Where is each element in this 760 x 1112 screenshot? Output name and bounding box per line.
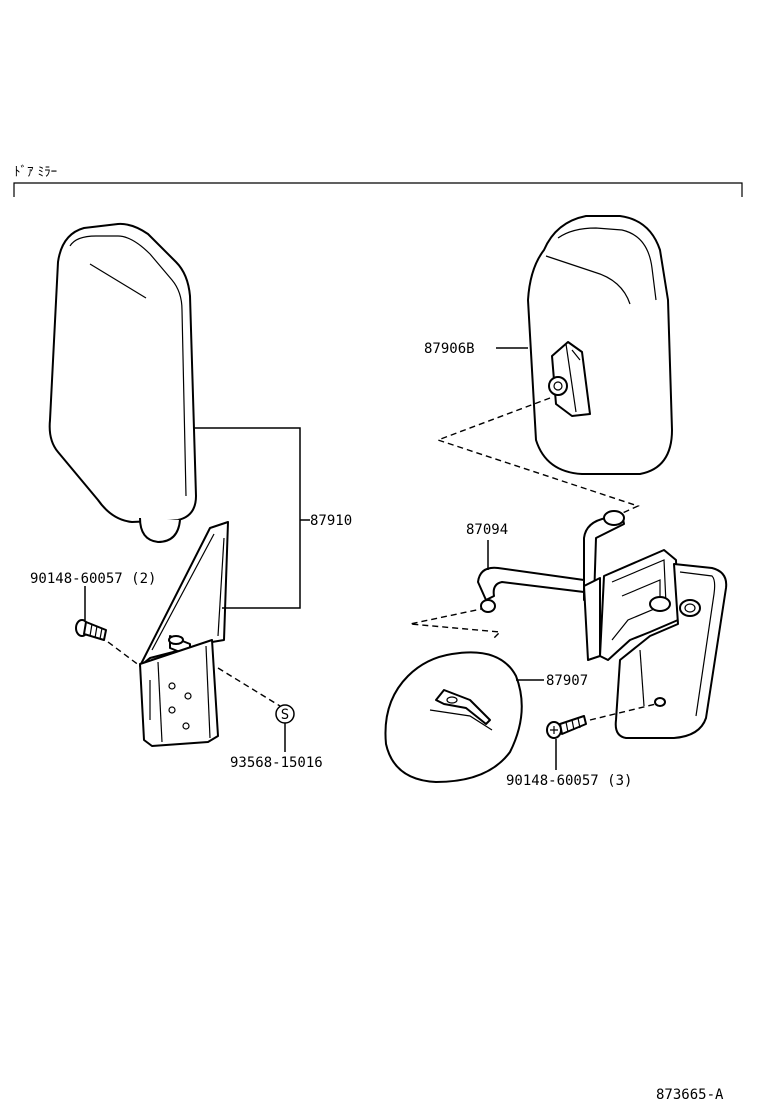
label-87094: 87094 [466, 522, 508, 538]
mirror-assembly-left [48, 222, 229, 747]
s-mark-guide-dash [217, 667, 281, 707]
mirror-glass-87907 [384, 651, 523, 783]
stay-align-dash [409, 607, 502, 641]
label-90148-60057-2: 90148-60057 (2) [30, 571, 156, 587]
leader-87910-bracket [194, 427, 301, 609]
diagram-title: ﾄﾞｱ ﾐﾗｰ [14, 165, 57, 180]
screw-3-guide-dash [589, 703, 657, 721]
label-87906b: 87906B [424, 341, 475, 357]
screw-90148-60057-3-icon [546, 715, 587, 739]
base-cover [614, 563, 728, 739]
mirror-head-87906b [527, 215, 673, 475]
screw-90148-60057-2-icon [75, 619, 107, 641]
diagram-code: 873665-A [656, 1087, 724, 1103]
s-mark-symbol: S [275, 704, 295, 724]
s-mark-letter: S [281, 707, 289, 723]
screw-2-guide-dash [107, 641, 141, 667]
group-bracket [13, 182, 743, 197]
label-87910: 87910 [310, 513, 352, 529]
head-align-dash [435, 397, 640, 517]
stay-arm-87094 [477, 510, 679, 661]
label-93568-15016: 93568-15016 [230, 755, 323, 771]
label-90148-60057-3: 90148-60057 (3) [506, 773, 632, 789]
label-87907: 87907 [546, 673, 588, 689]
